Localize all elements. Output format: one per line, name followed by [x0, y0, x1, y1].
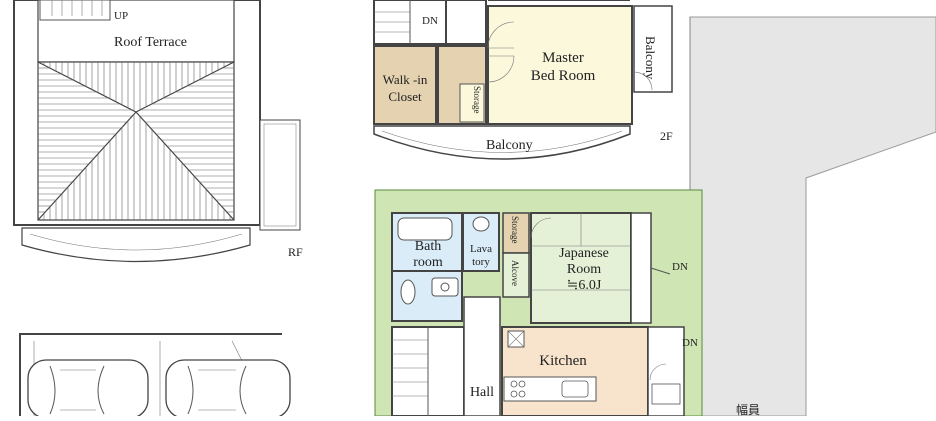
2f-hall [445, 0, 487, 45]
rf-side-annex-inner [263, 123, 297, 227]
japanese-label-line3: ≒6.0J [567, 278, 602, 293]
car-icon [165, 359, 291, 419]
car-windshield [49, 365, 56, 415]
sink-icon [431, 277, 459, 297]
road-surface [689, 16, 936, 417]
car-windshield [187, 365, 194, 415]
2f-right-balcony [633, 5, 673, 93]
2f-floor-label: 2F [660, 129, 673, 143]
refrigerator-mark [507, 330, 525, 348]
bottom-balcony-label: Balcony [486, 138, 533, 153]
roof-terrace-label: Roof Terrace [114, 35, 187, 50]
walk-in-closet [373, 45, 437, 125]
stove-burner-icon [510, 390, 518, 398]
master-label-line1: Master [542, 50, 584, 66]
car-body [27, 359, 149, 419]
2f-curved-balcony [373, 125, 631, 160]
hall [463, 296, 501, 417]
door-swing-arc [530, 217, 552, 239]
car-body [165, 359, 291, 419]
car-rear-window [97, 365, 105, 415]
lavatory-label-line2: tory [472, 256, 490, 268]
1f-dn-label-2: DN [682, 337, 698, 349]
alcove [502, 252, 530, 298]
hip-ridge [135, 111, 235, 221]
kitchen-sink-icon [561, 380, 589, 398]
2f-balcony-inner-line [381, 130, 623, 153]
street-label: 幅員 [736, 402, 760, 416]
right-balcony-label: Balcony [643, 36, 658, 80]
japanese-label-line2: Room [567, 262, 601, 277]
master-bedroom [487, 5, 633, 125]
door-swing-arc [487, 21, 515, 49]
roof-floor-plan: UP Roof Terrace RF [13, 0, 303, 263]
car-icon [27, 359, 149, 419]
bathtub-icon [397, 217, 453, 241]
bath-label-line2: room [413, 255, 443, 270]
hip-roof [37, 61, 235, 221]
lavatory-label-line1: Lava [470, 243, 492, 255]
hip-ridge [37, 61, 137, 113]
rf-stair-box [39, 0, 111, 21]
door-swing-arc [649, 363, 667, 381]
rf-balcony-inner-line [29, 233, 243, 251]
1f-storage-label: Storage [510, 216, 520, 244]
2f-storage-label: Storage [472, 86, 482, 114]
road-area: 幅員 [689, 16, 936, 417]
first-floor-plan: Bath room Lava tory Storage Alcove Japan… [374, 189, 703, 417]
carport [19, 333, 291, 419]
2f-stair-label: DN [422, 15, 438, 27]
1f-dn-label-1: DN [672, 261, 688, 273]
rf-stair-label: UP [114, 10, 128, 22]
engawa [630, 212, 652, 324]
hip-roof-outline [37, 61, 235, 221]
master-label-line2: Bed Room [531, 68, 596, 84]
stove-burner-icon [510, 380, 518, 388]
balcony-door-arc [633, 71, 653, 91]
rf-floor-label: RF [288, 245, 303, 259]
rf-curved-balcony [21, 227, 251, 263]
rf-stair: UP [39, 0, 128, 22]
door-swing-arc [487, 55, 515, 83]
alcove-label: Alcove [510, 260, 520, 286]
sink-drain-icon [440, 282, 450, 292]
kitchen-label: Kitchen [539, 353, 587, 369]
hip-ridge [135, 61, 235, 113]
hip-ridge [37, 111, 137, 221]
stove-burner-icon [518, 380, 526, 388]
roof-hatching [38, 62, 234, 220]
bath-label-line1: Bath [415, 239, 441, 254]
stove-burner-icon [518, 390, 526, 398]
toilet-icon [400, 279, 416, 305]
2f-storage-closet [459, 83, 485, 123]
walk-in-label-line1: Walk -in [383, 72, 428, 87]
japanese-label-line1: Japanese [559, 246, 609, 261]
second-floor-plan: DN Walk -in Closet Storage Master Bed Ro… [373, 0, 673, 160]
walk-in-label-line2: Closet [388, 89, 422, 104]
washbasin-icon [472, 216, 490, 232]
1f-side-step [651, 383, 681, 405]
rf-side-annex [259, 119, 301, 231]
car-rear-window [239, 365, 247, 415]
dn-arrow [650, 267, 671, 275]
carport-outline [19, 333, 282, 416]
hall-label: Hall [470, 385, 494, 400]
